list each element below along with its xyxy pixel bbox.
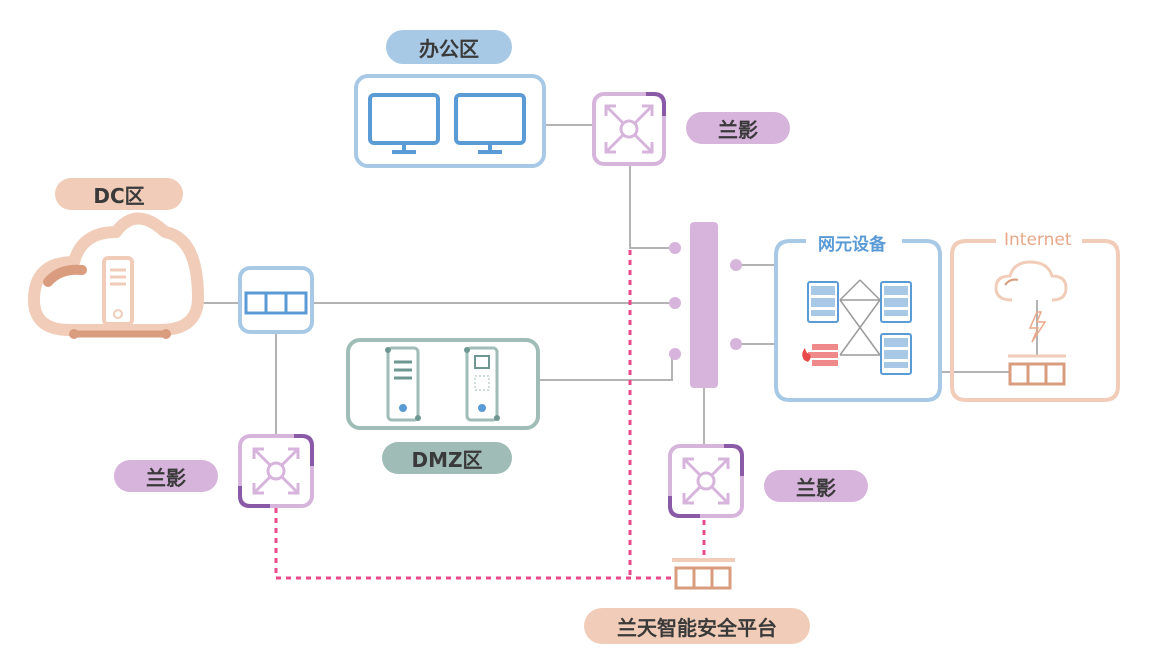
internet-zone: [950, 239, 1120, 402]
monitor-icon: [368, 93, 440, 154]
internet-title: Internet: [998, 230, 1078, 250]
lanying-label-top: 兰影: [686, 112, 790, 144]
monitor-icon: [454, 93, 526, 154]
server-rack-icon: [807, 281, 839, 323]
dc-cloud: [28, 212, 204, 339]
platform-switch-icon: [672, 558, 735, 590]
dmz-zone-label: DMZ区: [382, 442, 512, 474]
connection-lines: [200, 124, 1038, 444]
cloud-icon: [994, 260, 1068, 302]
security-dashed-lines: [274, 250, 706, 580]
dmz-zone: [346, 338, 540, 430]
office-zone: [354, 74, 546, 168]
lanying-label-bottom: 兰影: [764, 470, 868, 502]
dc-switch: [238, 266, 314, 334]
server-rack-icon: [880, 333, 912, 375]
network-devices-title: 网元设备: [812, 230, 892, 255]
lanying-label-left: 兰影: [114, 460, 218, 492]
office-zone-label: 办公区: [386, 30, 512, 64]
lanying-router-bottom: [668, 444, 744, 518]
lanying-router-top: [592, 92, 666, 166]
network-devices-zone: [774, 239, 942, 402]
firewall-icon: [802, 344, 838, 366]
server-icon: [385, 346, 421, 422]
internet-switch-icon: [1008, 354, 1066, 386]
lanying-router-left: [238, 434, 314, 508]
server-icon: [102, 256, 134, 326]
lightning-icon: [1028, 311, 1047, 343]
server-icon: [464, 346, 500, 422]
server-rack-icon: [880, 281, 912, 323]
dc-zone-label: DC区: [55, 178, 183, 210]
core-switch-bar: [669, 222, 742, 388]
platform-label: 兰天智能安全平台: [584, 608, 810, 644]
